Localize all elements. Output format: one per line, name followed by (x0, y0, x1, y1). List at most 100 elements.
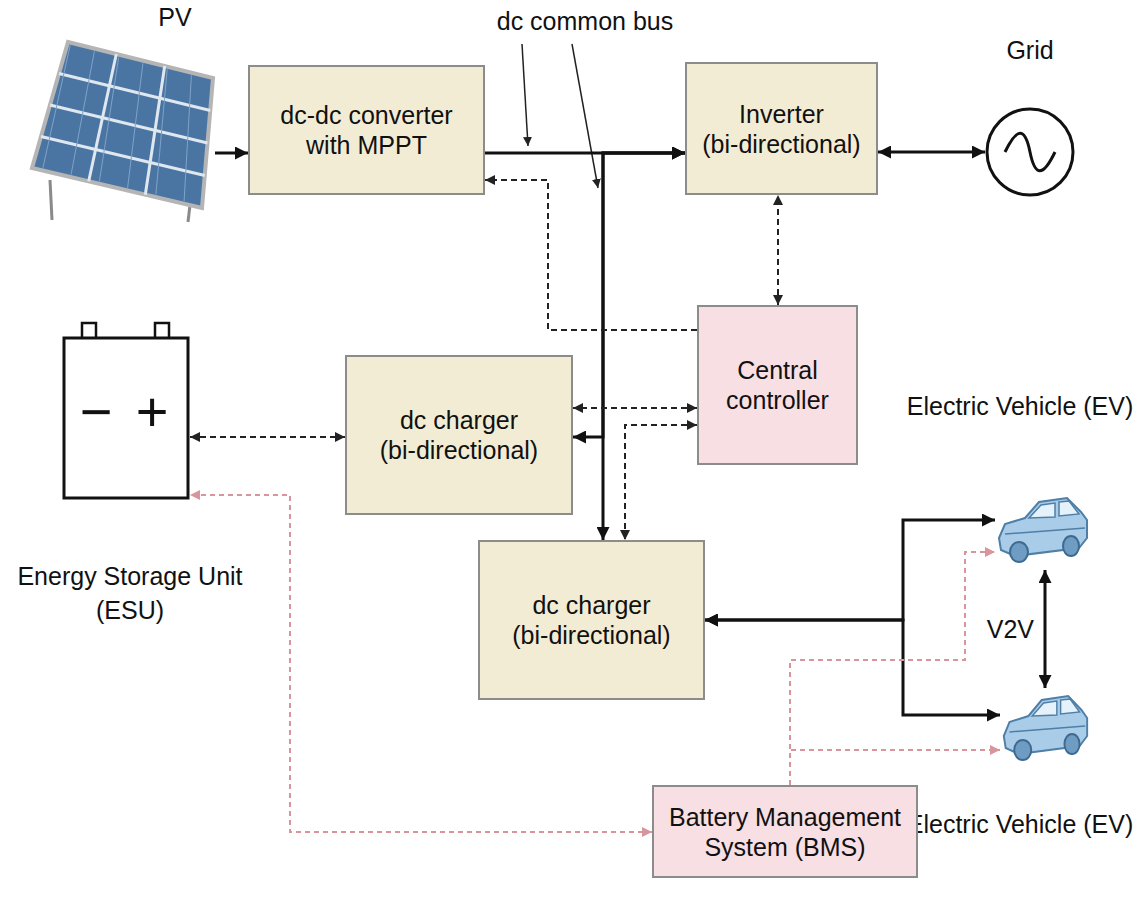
car-wheel (1064, 734, 1079, 754)
text-word: V2V (987, 615, 1034, 643)
power-connector (1044, 570, 1047, 688)
car-window (1059, 501, 1079, 516)
battery-body (64, 338, 188, 498)
control-connector (625, 425, 697, 540)
car-line (1009, 726, 1085, 732)
panel-cell-line (156, 69, 167, 194)
text-word: dc (400, 406, 426, 434)
panel-frame (32, 42, 213, 208)
text-word: charger (566, 591, 651, 619)
car-window (1029, 503, 1055, 518)
grid-symbol (985, 107, 1075, 197)
text-word: bus (633, 7, 673, 35)
controller-box: Central controller (697, 305, 858, 465)
grid-circle (987, 109, 1073, 195)
box-label: Central controller (705, 355, 850, 415)
control-connector (485, 180, 697, 330)
car-wheel (1014, 740, 1031, 760)
box-label: dc-dc converter with MPPT (256, 100, 477, 160)
panel-cell-line (71, 51, 94, 174)
panel-cell-line (99, 57, 118, 181)
control-connector (790, 750, 1000, 785)
leader-line (522, 44, 528, 146)
text-word: (bi-directional) (702, 130, 860, 158)
panel-grid-line (50, 105, 208, 143)
power-connector (878, 151, 985, 154)
panel-leg (188, 205, 190, 222)
car-wheel (1010, 542, 1028, 562)
text-word: Management (755, 803, 901, 831)
text-word: controller (726, 386, 829, 414)
bms-box: Battery Management System (BMS) (652, 785, 918, 878)
car-drawing (1000, 688, 1090, 768)
car-window (1061, 699, 1080, 714)
node-heading: Grid (965, 35, 1095, 65)
text-word: (bi-directional) (380, 436, 538, 464)
text-word: Grid (1006, 36, 1053, 64)
bus-label: dc common bus (492, 6, 678, 36)
panel-cell-line (184, 75, 191, 201)
electric-vehicle: Electric Vehicle (EV) (995, 490, 1090, 570)
power-connector (573, 153, 685, 437)
text-word: (ESU) (96, 596, 164, 624)
box-label: Battery Management System (BMS) (660, 802, 910, 862)
text-word: charger (433, 406, 518, 434)
edge-label: V2V (984, 614, 1037, 644)
grid-source: Grid (985, 107, 1075, 197)
text-word: dc (532, 591, 558, 619)
car-window (1032, 701, 1057, 716)
text-word: Electric (907, 392, 989, 420)
text-word: + (136, 380, 169, 443)
text-word: − (80, 380, 113, 443)
control-connector (777, 195, 779, 305)
car-line (1005, 528, 1085, 534)
text-word: Central (737, 356, 818, 384)
text-word: (bi-directional) (512, 621, 670, 649)
text-word: with (306, 131, 350, 159)
text-word: Battery (669, 803, 748, 831)
panel-cell-line (43, 45, 70, 168)
solar-panel-drawing (30, 40, 215, 222)
electric-vehicle: Electric Vehicle (EV) (1000, 688, 1090, 768)
node-heading: Electric Vehicle (EV) (900, 390, 1140, 423)
text-word: Electric (907, 810, 989, 838)
car-drawing (995, 490, 1090, 570)
control-connector (573, 407, 697, 409)
text-word: Vehicle (996, 810, 1077, 838)
box-label: dc charger (bi-directional) (353, 405, 565, 465)
text-word: common (530, 7, 626, 35)
text-word: (BMS) (795, 833, 866, 861)
text-word: Vehicle (996, 392, 1077, 420)
text-word: MPPT (357, 131, 426, 159)
node-heading: Energy Storage Unit (ESU) (5, 560, 255, 628)
panel-grid-line (59, 74, 210, 111)
car-wheel (1063, 536, 1079, 556)
text-word: Energy (17, 562, 96, 590)
pv-array: PV (30, 40, 215, 222)
text-word: (EV) (1083, 392, 1133, 420)
power-connector (215, 152, 248, 155)
text-word: Unit (198, 562, 242, 590)
node-heading: + (132, 384, 172, 440)
node-heading: Electric Vehicle (EV) (900, 808, 1140, 841)
storage-battery: −+Energy Storage Unit (ESU) (62, 322, 190, 500)
leader-line (572, 44, 598, 188)
sine-wave (1005, 133, 1055, 171)
text-word: Inverter (739, 100, 824, 128)
text-word: PV (158, 3, 191, 31)
text-word: dc-dc (280, 101, 341, 129)
text-word: converter (348, 101, 452, 129)
text-word: (EV) (1083, 810, 1133, 838)
control-connector (190, 436, 345, 438)
text-word: System (704, 833, 787, 861)
text-word: Storage (104, 562, 192, 590)
panel-grid-line (41, 137, 205, 176)
panel-cell-line (128, 63, 143, 188)
power-connector (705, 520, 995, 620)
node-heading: PV (145, 2, 205, 32)
text-word: dc (497, 7, 523, 35)
power-connector (603, 153, 685, 540)
box-label: Inverter (bi-directional) (693, 99, 870, 159)
charger-box: dc charger (bi-directional) (478, 540, 705, 700)
node-heading: − (78, 384, 114, 440)
